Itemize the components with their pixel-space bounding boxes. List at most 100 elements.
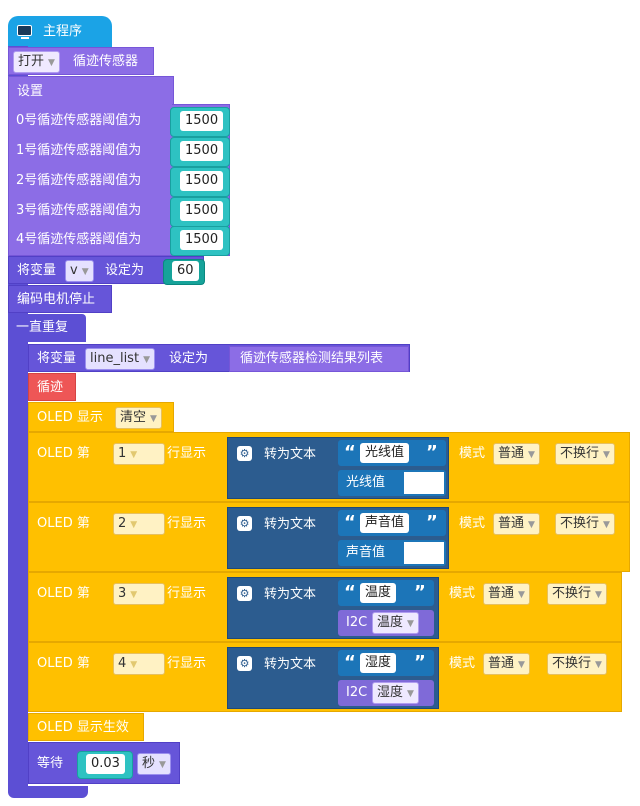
to-text-label: 转为文本 [264, 587, 317, 602]
mode-dropdown[interactable]: 普通▼ [493, 443, 540, 465]
line-list-dropdown[interactable]: line_list▼ [85, 348, 155, 370]
loop-arm [8, 340, 28, 786]
chevron-down-icon: ▼ [528, 520, 535, 530]
tracking-block[interactable]: 循迹 [28, 373, 76, 401]
threshold-input[interactable]: 1500 [180, 230, 224, 250]
main-end-cap [8, 786, 88, 798]
chevron-down-icon: ▼ [518, 660, 525, 670]
tracking-result-list-block[interactable]: 循迹传感器检测结果列表 [229, 346, 409, 372]
chevron-down-icon: ▼ [407, 689, 414, 699]
threshold-input[interactable]: 1500 [180, 171, 224, 191]
threshold-input-wrap[interactable]: 1500 [170, 197, 230, 227]
to-text-block[interactable]: ⚙ 转为文本 “ 湿度 ” I2C 湿度▼ [227, 647, 439, 709]
mode-dropdown[interactable]: 普通▼ [483, 653, 530, 675]
var-v-value[interactable]: 60 [172, 261, 199, 281]
var-v-value-wrap[interactable]: 60 [163, 259, 205, 285]
threshold-input-wrap[interactable]: 1500 [170, 226, 230, 256]
threshold-input[interactable]: 1500 [180, 141, 224, 161]
text-literal-block[interactable]: “ 温度 ” [338, 580, 434, 606]
threshold-input-wrap[interactable]: 1500 [170, 167, 230, 197]
oled-clear-block[interactable]: OLED 显示 清空▼ [28, 402, 174, 432]
oled-row-block-1[interactable]: OLED 第 1▼ 行显示 ⚙ 转为文本 “ 光线值 ” 光线值 模式 普通▼ … [28, 432, 630, 502]
main-program-label: 主程序 [43, 24, 83, 39]
sensor-value-label: 声音值 [346, 545, 386, 560]
wrap-dropdown[interactable]: 不换行▼ [547, 583, 607, 605]
oled-row-suffix: 行显示 [167, 586, 207, 601]
to-text-block[interactable]: ⚙ 转为文本 “ 温度 ” I2C 温度▼ [227, 577, 439, 639]
sensor-value-slot [404, 472, 444, 494]
threshold-label: 2号循迹传感器阈值为 [16, 173, 142, 188]
oled-row-block-3[interactable]: OLED 第 3▼ 行显示 ⚙ 转为文本 “ 温度 ” I2C 温度▼ 模式 普… [28, 572, 622, 642]
oled-clear-dropdown[interactable]: 清空▼ [115, 407, 162, 429]
text-literal-input[interactable]: 光线值 [360, 443, 410, 463]
text-literal-block[interactable]: “ 光线值 ” [338, 440, 446, 466]
text-literal-input[interactable]: 温度 [360, 583, 397, 603]
monitor-stand [21, 37, 29, 39]
gear-icon: ⚙ [237, 516, 252, 531]
chevron-down-icon: ▼ [159, 760, 166, 770]
wait-block[interactable]: 等待 0.03 秒▼ [28, 742, 180, 784]
wrap-dropdown[interactable]: 不换行▼ [555, 443, 615, 465]
threshold-input-wrap[interactable]: 1500 [170, 107, 230, 137]
oled-row-number[interactable]: 2▼ [113, 513, 165, 535]
tracking-label: 循迹 [37, 380, 64, 395]
i2c-sensor-block[interactable]: I2C 温度▼ [338, 610, 434, 636]
oled-row-block-2[interactable]: OLED 第 2▼ 行显示 ⚙ 转为文本 “ 声音值 ” 声音值 模式 普通▼ … [28, 502, 630, 572]
chevron-down-icon: ▼ [130, 660, 138, 670]
i2c-sensor-block[interactable]: I2C 湿度▼ [338, 680, 434, 706]
chevron-down-icon: ▼ [595, 660, 602, 670]
text-literal-block[interactable]: “ 声音值 ” [338, 510, 446, 536]
set-var-prefix: 将变量 [37, 351, 77, 366]
set-var-v-block[interactable]: 将变量 v▼ 设定为 60 [8, 256, 205, 285]
threshold-input[interactable]: 1500 [180, 201, 224, 221]
oled-row-number[interactable]: 4▼ [113, 653, 165, 675]
wait-unit-dropdown[interactable]: 秒▼ [137, 753, 171, 775]
mode-dropdown[interactable]: 普通▼ [483, 583, 530, 605]
wait-value-wrap[interactable]: 0.03 [77, 751, 133, 779]
tracking-result-list-label: 循迹传感器检测结果列表 [240, 351, 384, 366]
text-literal-block[interactable]: “ 湿度 ” [338, 650, 434, 676]
i2c-source-dropdown[interactable]: 湿度▼ [372, 682, 419, 704]
to-text-block[interactable]: ⚙ 转为文本 “ 声音值 ” 声音值 [227, 507, 449, 569]
setup-label: 设置 [17, 84, 44, 99]
set-line-list-block[interactable]: 将变量 line_list▼ 设定为 循迹传感器检测结果列表 [28, 344, 410, 372]
threshold-input-wrap[interactable]: 1500 [170, 137, 230, 167]
var-v-dropdown[interactable]: v▼ [65, 260, 94, 282]
main-program-hat[interactable]: 主程序 [8, 16, 112, 48]
wait-value-input[interactable]: 0.03 [86, 754, 125, 774]
sensor-value-block[interactable]: 光线值 [338, 470, 446, 496]
wrap-dropdown[interactable]: 不换行▼ [555, 513, 615, 535]
sensor-label: 循迹传感器 [73, 54, 139, 69]
set-var-prefix: 将变量 [17, 263, 57, 278]
text-literal-input[interactable]: 湿度 [360, 653, 397, 673]
oled-row-number[interactable]: 1▼ [113, 443, 165, 465]
oled-apply-block[interactable]: OLED 显示生效 [28, 713, 144, 741]
to-text-block[interactable]: ⚙ 转为文本 “ 光线值 ” 光线值 [227, 437, 449, 499]
threshold-input[interactable]: 1500 [180, 111, 224, 131]
open-quote-icon: “ [344, 652, 356, 673]
chevron-down-icon: ▼ [603, 520, 610, 530]
oled-row-prefix: OLED 第 [37, 446, 90, 461]
wrap-dropdown[interactable]: 不换行▼ [547, 653, 607, 675]
sensor-value-slot [404, 542, 444, 564]
i2c-label: I2C [346, 685, 368, 700]
oled-row-number[interactable]: 3▼ [113, 583, 165, 605]
open-sensor-block[interactable]: 打开▼ 循迹传感器 [8, 47, 154, 75]
oled-row-suffix: 行显示 [167, 446, 207, 461]
text-literal-input[interactable]: 声音值 [360, 513, 410, 533]
chevron-down-icon: ▼ [143, 355, 150, 365]
setup-block[interactable]: 设置 [8, 76, 174, 256]
sensor-value-block[interactable]: 声音值 [338, 540, 446, 566]
open-quote-icon: “ [344, 442, 356, 463]
oled-row-block-4[interactable]: OLED 第 4▼ 行显示 ⚙ 转为文本 “ 湿度 ” I2C 湿度▼ 模式 普… [28, 642, 622, 712]
set-var-suffix: 设定为 [169, 351, 209, 366]
open-dropdown[interactable]: 打开▼ [13, 51, 60, 73]
i2c-source-dropdown[interactable]: 温度▼ [372, 612, 419, 634]
motor-stop-block[interactable]: 编码电机停止 [8, 285, 112, 313]
oled-row-suffix: 行显示 [167, 656, 207, 671]
gear-icon: ⚙ [237, 586, 252, 601]
forever-loop-block[interactable]: 一直重复 [8, 314, 86, 342]
oled-row-prefix: OLED 第 [37, 516, 90, 531]
chevron-down-icon: ▼ [130, 520, 138, 530]
mode-dropdown[interactable]: 普通▼ [493, 513, 540, 535]
